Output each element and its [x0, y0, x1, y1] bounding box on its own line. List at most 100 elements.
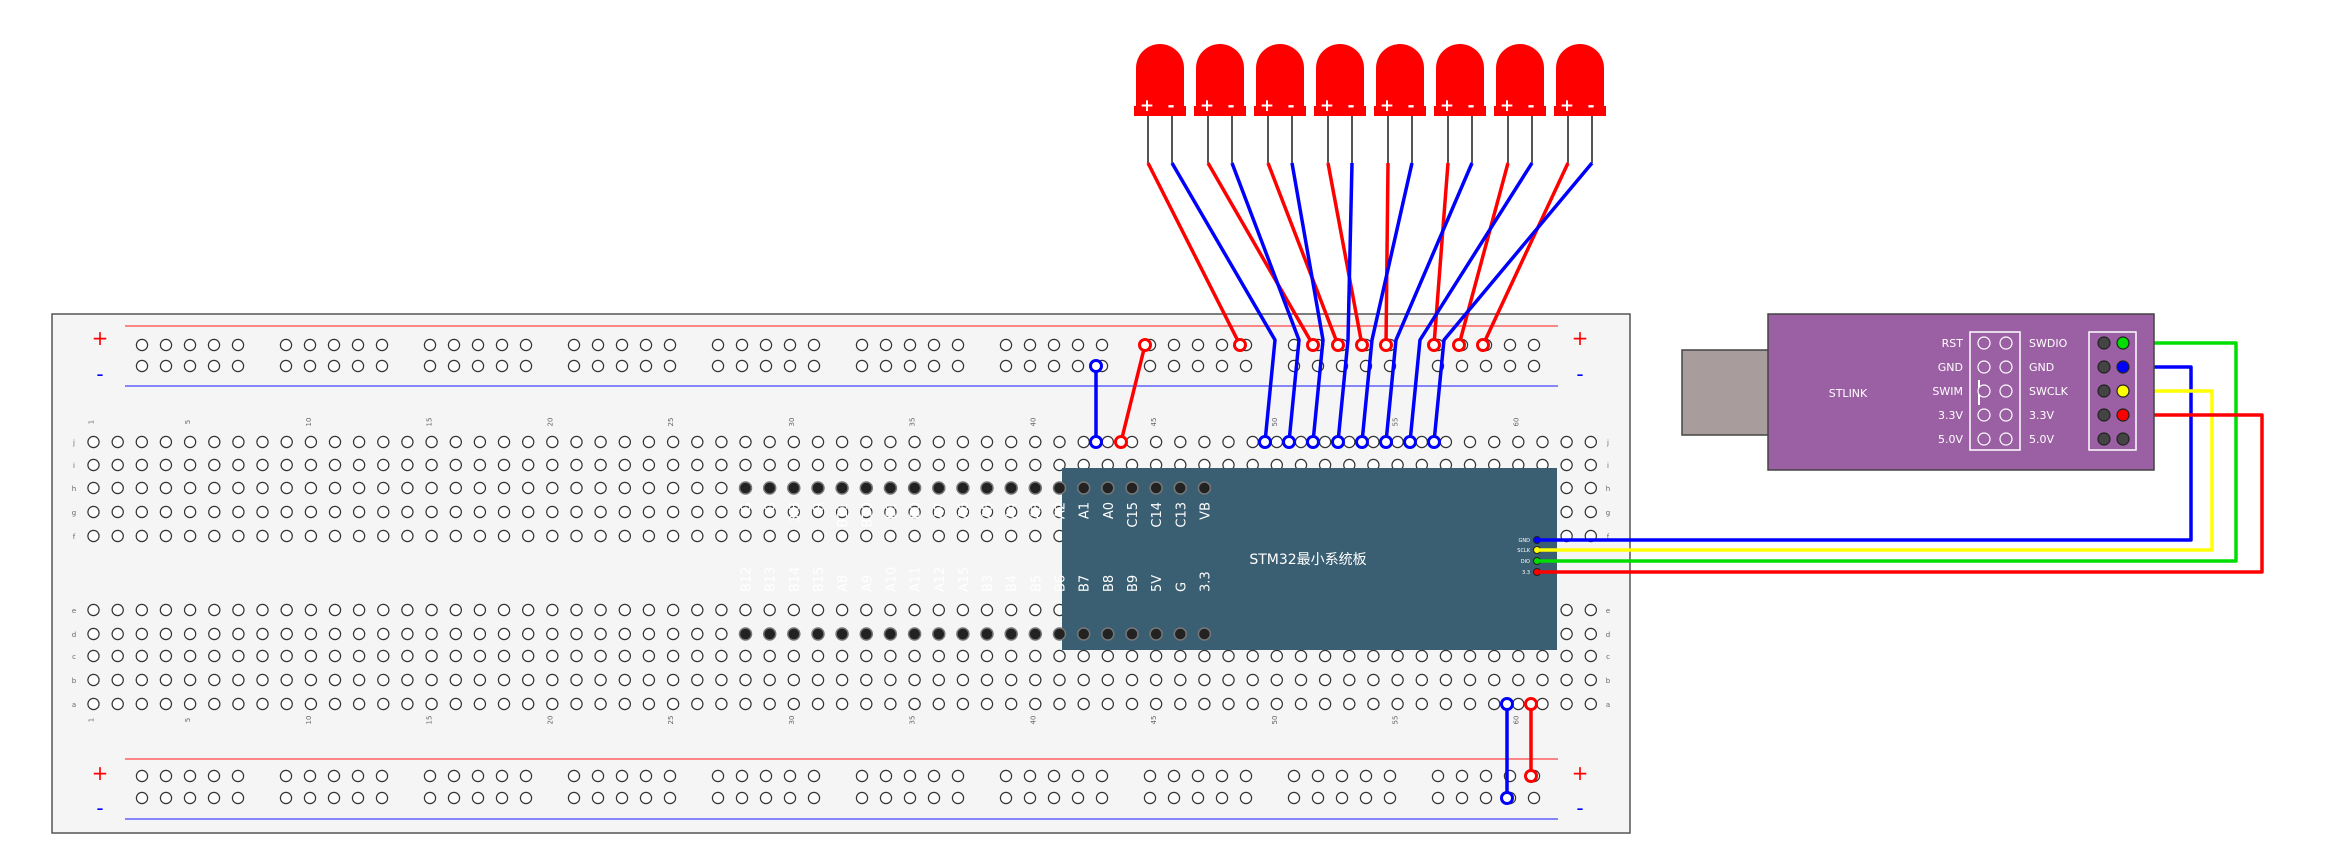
hole — [232, 505, 245, 519]
mcu-pin-label: G — [764, 502, 779, 512]
rail-hole — [495, 791, 509, 805]
hole — [642, 673, 656, 687]
hole — [1512, 697, 1525, 711]
hole — [811, 673, 825, 687]
rail-hole — [1239, 359, 1253, 373]
mcu-pin-label: A11 — [909, 567, 924, 592]
hole — [473, 505, 487, 519]
hole — [570, 627, 583, 641]
mcu-pin — [1101, 627, 1115, 641]
hole — [594, 649, 607, 663]
rail-hole — [1215, 791, 1229, 805]
mcu-pin — [883, 627, 898, 641]
stlink-connector-pin — [2116, 432, 2130, 446]
hole — [811, 505, 825, 519]
hole — [739, 458, 752, 472]
led-base — [1434, 106, 1486, 116]
rail-hole — [567, 338, 581, 352]
hole — [980, 529, 994, 543]
column-number-bottom: 50 — [1271, 716, 1279, 725]
hole — [183, 673, 197, 687]
hole — [377, 435, 390, 449]
hole — [908, 649, 921, 663]
rail-hole — [351, 359, 365, 373]
led-body — [1136, 44, 1184, 106]
hole — [1584, 649, 1598, 663]
rail-hole — [519, 791, 533, 805]
rail-hole — [999, 359, 1013, 373]
hole — [1584, 458, 1598, 472]
hole — [1029, 529, 1042, 543]
hole — [546, 673, 559, 687]
hole — [1222, 435, 1235, 449]
hole — [763, 673, 776, 687]
hole — [666, 458, 680, 472]
hole — [87, 697, 100, 711]
hole — [1294, 673, 1308, 687]
hole — [1512, 673, 1525, 687]
rail-hole — [471, 769, 485, 783]
rail-hole — [711, 338, 725, 352]
hole — [1584, 673, 1598, 687]
led-cathode-wire — [1336, 162, 1354, 443]
hole — [860, 603, 873, 617]
row-letter: i — [73, 462, 75, 470]
hole — [280, 603, 293, 617]
stlink-pin — [1999, 384, 2013, 398]
mcu-pin — [1173, 481, 1188, 495]
hole — [1391, 673, 1404, 687]
rail-hole — [639, 791, 653, 805]
hole — [691, 505, 704, 519]
row-letter: h — [72, 485, 76, 493]
hole — [522, 627, 535, 641]
hole — [715, 505, 728, 519]
led-minus-label: - — [1527, 96, 1534, 116]
mcu-pin-label: C15 — [1126, 502, 1141, 528]
rail-hole — [159, 359, 173, 373]
debug-pin-label: GND — [1519, 538, 1531, 544]
rail-hole — [231, 791, 245, 805]
stlink-label: STLINK — [1829, 387, 1868, 400]
row-letter: h — [1606, 485, 1610, 493]
hole — [1487, 673, 1501, 687]
rail-hole — [927, 791, 941, 805]
rail-hole — [495, 359, 509, 373]
rail-hole — [1527, 791, 1541, 805]
rail-hole — [879, 338, 893, 352]
hole — [763, 435, 776, 449]
rail-hole — [759, 791, 773, 805]
hole — [473, 649, 487, 663]
hole — [111, 697, 124, 711]
mcu-pin-label: A6 — [957, 502, 972, 519]
rail-hole — [783, 791, 797, 805]
rail-hole — [183, 791, 197, 805]
led-plus-label: + — [1500, 96, 1514, 116]
hole — [1125, 673, 1139, 687]
rail-hole — [1143, 359, 1157, 373]
hole — [1029, 649, 1042, 663]
mcu-pin — [762, 627, 777, 641]
hole — [256, 505, 269, 519]
hole — [1077, 673, 1090, 687]
rail-hole — [183, 359, 197, 373]
rail-hole — [1191, 338, 1205, 352]
hole — [835, 603, 849, 617]
rail-hole — [351, 769, 365, 783]
hole — [1536, 649, 1549, 663]
mcu-pin — [980, 481, 994, 495]
hole — [135, 458, 148, 472]
hole — [546, 435, 559, 449]
column-number-bottom: 25 — [667, 716, 675, 725]
hole — [304, 627, 318, 641]
rail-plus-top-left: + — [92, 326, 109, 350]
mcu-pin-label: B7 — [1078, 575, 1093, 592]
hole — [352, 673, 366, 687]
hole — [1149, 673, 1163, 687]
led-base — [1314, 106, 1366, 116]
hole — [232, 481, 245, 495]
rail-hole — [207, 769, 221, 783]
led-minus-label: - — [1467, 96, 1474, 116]
hole — [1560, 603, 1573, 617]
rail-hole — [999, 791, 1013, 805]
led-anode-wire — [1384, 162, 1390, 346]
